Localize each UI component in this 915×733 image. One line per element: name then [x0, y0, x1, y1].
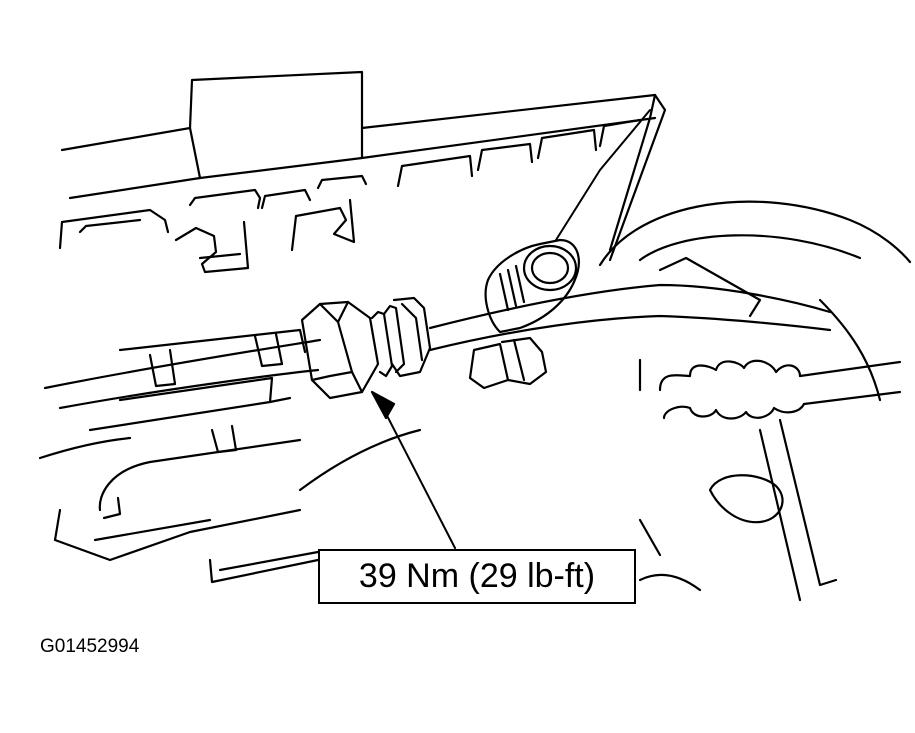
lower-body: [53, 418, 838, 602]
fitting-nut-left: [300, 300, 380, 400]
fitting-nut-right: [390, 296, 432, 378]
bellows-hose: [638, 358, 902, 420]
port-fitting: [484, 238, 580, 334]
bracket: [88, 328, 307, 520]
fitting-coupler: [370, 304, 406, 378]
leader-lines: [370, 109, 651, 549]
shroud: [598, 200, 912, 402]
figure-id: G01452994: [40, 636, 140, 657]
refrigerant-line: [38, 283, 832, 460]
torque-callout: 39 Nm (29 lb-ft): [318, 549, 636, 604]
upper-housing: [58, 70, 667, 274]
mount-nut: [468, 336, 548, 390]
